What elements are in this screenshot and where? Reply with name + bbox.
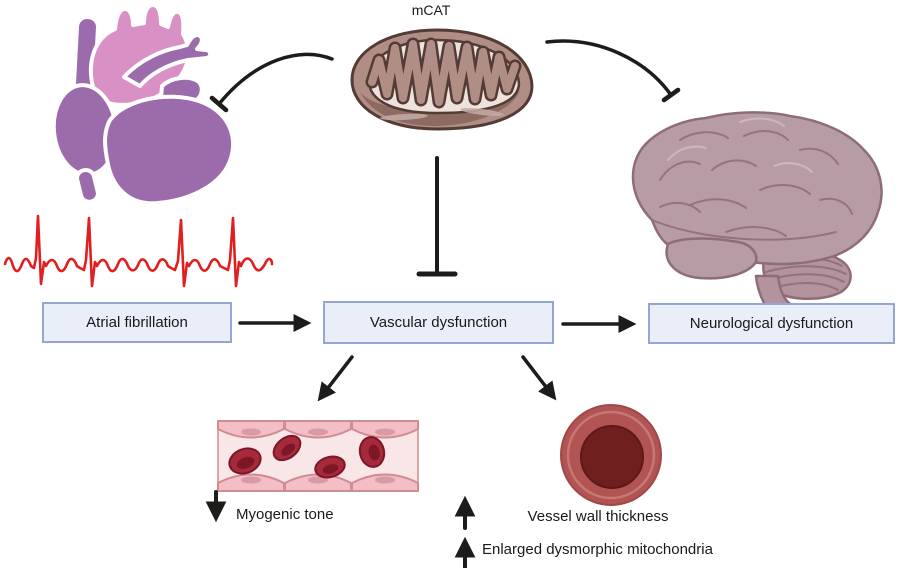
pulmonary-artery (122, 33, 213, 88)
node-neurological-dysfunction: Neurological dysfunction (648, 303, 895, 344)
ventricles (103, 94, 236, 206)
arrow-vd-to-ring (521, 355, 557, 401)
cristae (368, 40, 519, 106)
inhibition-arrow-to-brain (545, 39, 681, 103)
gyri-lines (651, 130, 853, 241)
mitochondrion-icon (350, 28, 534, 131)
arrow-vd-to-vessel (317, 355, 354, 402)
vessel-wall-thickness-label: Vessel wall thickness (527, 508, 669, 525)
cerebrum (631, 111, 883, 266)
inhibition-arrow-to-heart (209, 52, 334, 113)
inhibition-arrow-to-vascular (416, 156, 458, 277)
vessel-longitudinal-icon (217, 420, 419, 492)
vessel-cross-section-icon (560, 404, 662, 506)
node-neurological-dysfunction-label: Neurological dysfunction (689, 315, 854, 332)
node-atrial-fibrillation: Atrial fibrillation (42, 302, 232, 343)
temporal-lobe (665, 237, 758, 280)
vessel-wall-cells (217, 420, 419, 492)
myogenic-tone-label: Myogenic tone (236, 506, 334, 523)
mito-highlight (460, 107, 504, 117)
enlarged-dysmorphic-mitochondria-label: Enlarged dysmorphic mitochondria (482, 541, 713, 558)
node-vascular-dysfunction-label: Vascular dysfunction (369, 314, 508, 331)
node-atrial-fibrillation-label: Atrial fibrillation (86, 314, 188, 331)
mito-highlight (380, 113, 428, 121)
heart-icon (51, 3, 236, 206)
gyri-highlights (667, 117, 813, 173)
vessel-ring-lumen (580, 425, 644, 489)
inferior-vena-cava (75, 167, 100, 204)
node-vascular-dysfunction: Vascular dysfunction (323, 301, 554, 344)
ecg-trace-icon (3, 214, 274, 288)
brain-icon (631, 111, 883, 309)
ecg-waveform (3, 214, 274, 288)
mcat-label: mCAT (411, 2, 451, 18)
vessel-ring-rim (566, 410, 656, 500)
red-blood-cells (228, 434, 386, 479)
